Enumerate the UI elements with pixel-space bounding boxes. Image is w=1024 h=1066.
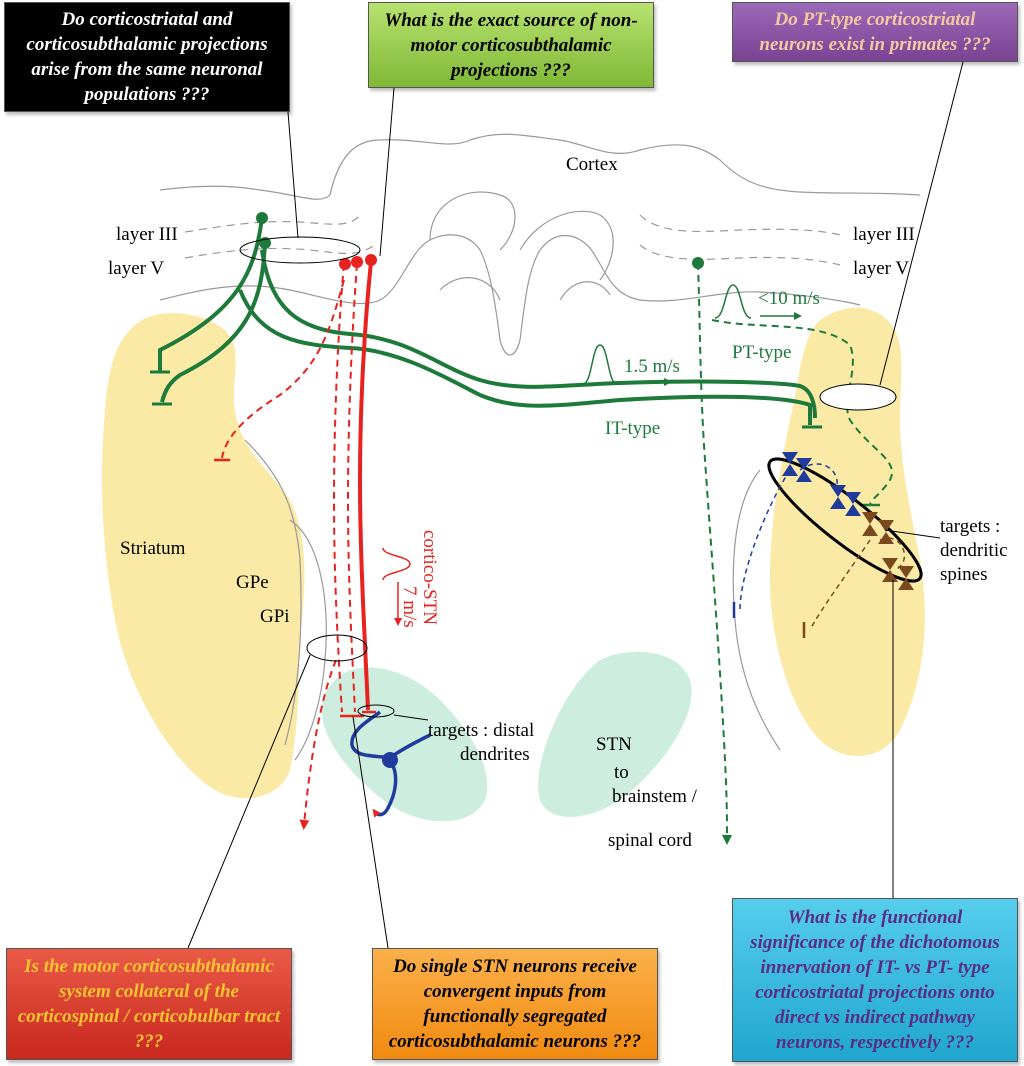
red-neuron-2: [351, 256, 363, 268]
pt-type-pathway: [697, 262, 893, 845]
it-terminals: [150, 370, 822, 429]
label-targets-distal-1: targets : distal: [428, 720, 534, 741]
pt-wave-icon: [714, 284, 752, 319]
tract-ellipse: [306, 634, 368, 662]
callout-lines: [187, 61, 964, 949]
question-box-collateral: Is the motor corticosubthalamic system c…: [6, 948, 292, 1060]
gpe-right-outline: [732, 469, 781, 751]
cortex-outline: [159, 133, 921, 356]
question-box-convergence: Do single STN neurons receive convergent…: [372, 948, 658, 1060]
label-striatum: Striatum: [120, 538, 186, 559]
stn-neuron-soma: [382, 752, 398, 768]
cortico-stn-pathway: [221, 261, 373, 830]
stn-right: [538, 651, 692, 817]
target-ellipse-right: [767, 457, 923, 583]
label-brainstem-1: to: [614, 762, 629, 783]
label-stn: STN: [596, 734, 632, 755]
question-box-functional-significance: What is the functional significance of t…: [732, 898, 1018, 1062]
cortico-stn-terminals: [214, 458, 376, 718]
label-layer3-right: layer III: [853, 224, 915, 245]
it-wave-icon: [582, 344, 618, 385]
label-brainstem-2: brainstem /: [612, 786, 698, 807]
cortex-source-ellipse: [239, 236, 361, 264]
striatal-dendrite-loops: [739, 463, 906, 631]
it-type-pathway: [158, 217, 817, 425]
label-cortico-stn: cortico-STN: [419, 530, 440, 625]
stn-target-ellipse: [357, 704, 395, 718]
label-cortex: Cortex: [566, 154, 618, 175]
label-gpi: GPi: [260, 606, 290, 627]
label-gpe: GPe: [236, 572, 269, 593]
label-it-type: IT-type: [605, 418, 660, 439]
label-brainstem-3: spinal cord: [608, 830, 692, 851]
layer3-neuron: [256, 212, 268, 224]
label-speed-pt: <10 m/s: [758, 288, 820, 309]
question-box-nonmotor-source: What is the exact source of non-motor co…: [368, 2, 654, 88]
label-targets-distal-2: dendrites: [460, 744, 530, 765]
label-layer3-left: layer III: [116, 224, 178, 245]
stn-wave-icon: [382, 547, 411, 581]
label-speed-stn: 7 m/s: [399, 586, 420, 628]
label-pt-type: PT-type: [732, 342, 791, 363]
red-neuron-3: [365, 254, 377, 266]
striatum-right: [770, 307, 925, 757]
direct-pathway-neurons: [782, 452, 861, 516]
label-targets-spines-1: targets :: [940, 516, 1000, 537]
label-targets-spines-2: dendritic: [940, 540, 1008, 561]
label-speed-it: 1.5 m/s: [624, 356, 680, 377]
gpe-left-outline: [244, 439, 302, 746]
red-neuron-1: [339, 258, 351, 270]
primate-pt-ellipse: [819, 383, 897, 411]
label-layer5-left: layer V: [108, 258, 164, 279]
stn-left: [321, 667, 488, 822]
label-layer5-right: layer V: [853, 258, 909, 279]
question-box-common-origin: Do corticostriatal and corticosubthalami…: [4, 2, 290, 112]
striatum-left: [102, 313, 305, 799]
question-box-pt-primates: Do PT-type corticostriatal neurons exist…: [732, 2, 1018, 62]
cortical-layer-lines: [184, 214, 841, 266]
label-targets-spines-3: spines: [940, 564, 988, 585]
